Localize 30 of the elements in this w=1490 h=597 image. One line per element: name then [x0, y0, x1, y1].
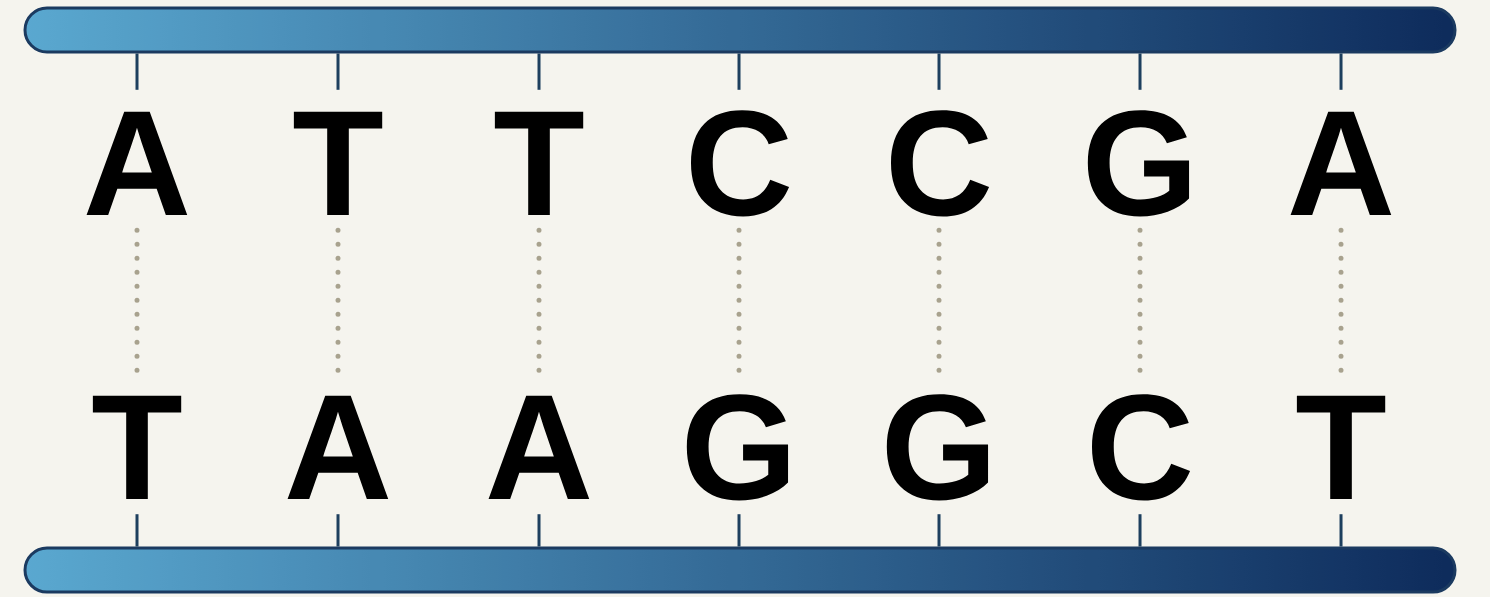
connector-line	[937, 514, 941, 547]
base-letter: T	[92, 395, 182, 499]
connector-line	[737, 514, 741, 547]
connector-line	[937, 53, 941, 90]
connector-line	[537, 53, 541, 90]
connector-line	[537, 514, 541, 547]
connector-line	[1138, 514, 1142, 547]
base-letter: T	[293, 111, 383, 215]
connector-line	[1339, 514, 1343, 547]
connector-line	[1138, 53, 1142, 90]
base-letter: A	[287, 395, 389, 499]
base-letter: G	[886, 394, 989, 501]
base-letter: A	[488, 395, 590, 499]
base-letter: A	[1290, 111, 1392, 215]
connector-line	[1339, 53, 1343, 90]
base-letter: T	[494, 111, 584, 215]
base-letter: C	[1092, 394, 1191, 501]
base-letter: G	[1087, 110, 1190, 217]
base-letter: A	[86, 111, 188, 215]
connector-line	[336, 53, 340, 90]
backbone-bar	[23, 6, 1457, 54]
base-letter: G	[686, 394, 789, 501]
connector-line	[135, 53, 139, 90]
backbone-bar	[23, 546, 1457, 594]
base-letter: C	[891, 110, 990, 217]
base-letter: C	[691, 110, 790, 217]
connector-line	[336, 514, 340, 547]
connector-line	[737, 53, 741, 90]
base-letter: T	[1296, 395, 1386, 499]
connector-line	[135, 514, 139, 547]
